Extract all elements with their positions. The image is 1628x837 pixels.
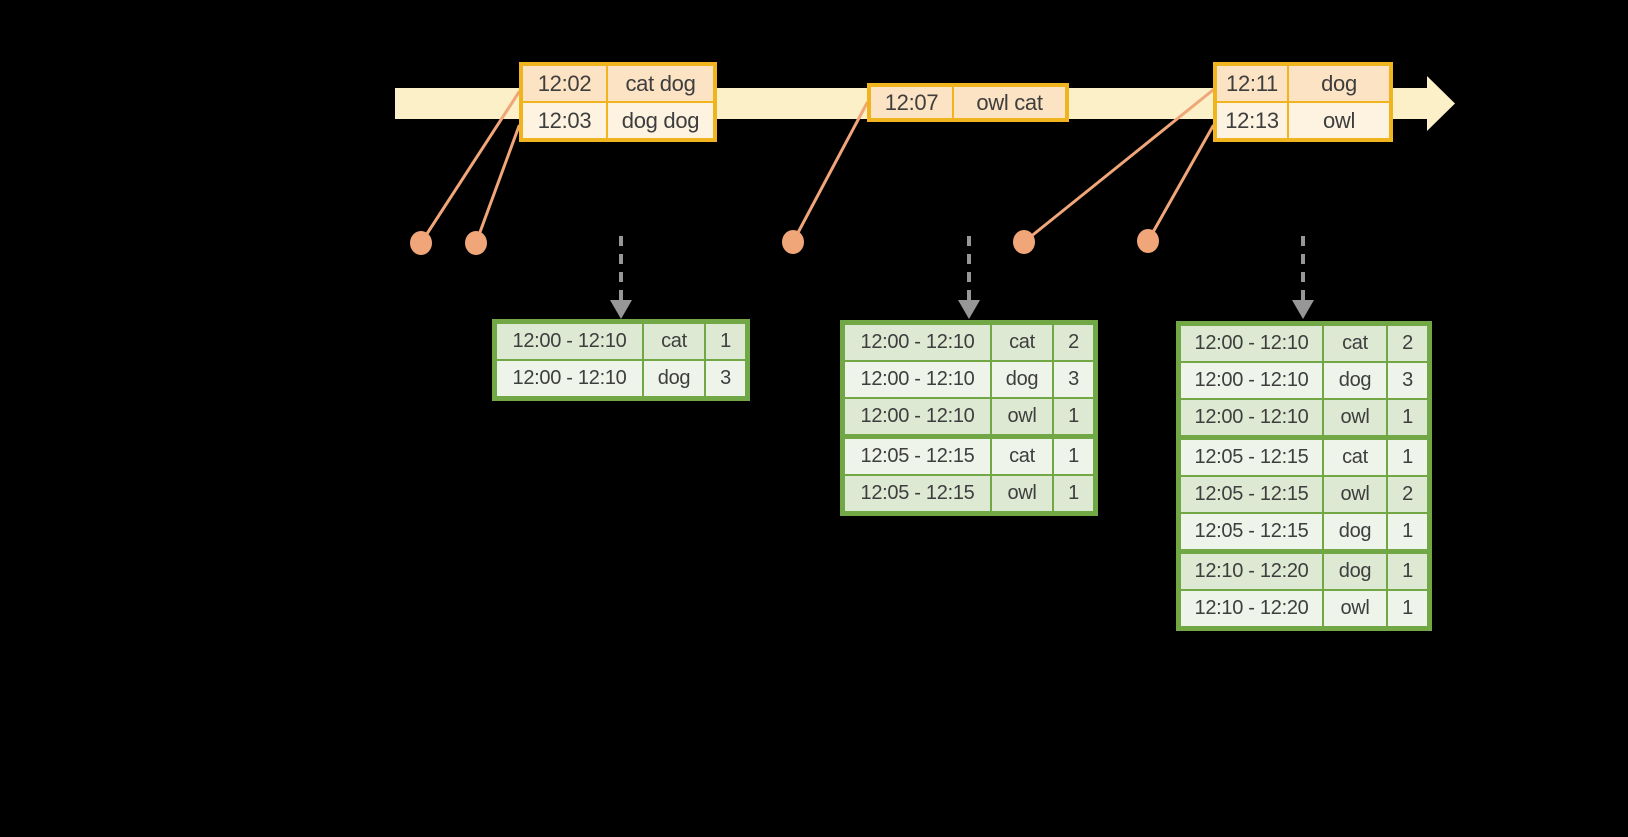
result-table-3: 12:00 - 12:10 cat 2 12:00 - 12:10 dog 3 … <box>1176 321 1432 631</box>
word-cell: owl <box>992 476 1052 511</box>
count-cell: 1 <box>1388 440 1427 475</box>
event-leader-lines <box>419 88 1215 245</box>
word-cell: dog <box>644 361 704 396</box>
count-cell: 3 <box>706 361 745 396</box>
count-cell: 2 <box>1388 477 1427 512</box>
result-row: 12:05 - 12:15 owl 1 <box>845 476 1093 511</box>
count-cell: 3 <box>1054 362 1093 397</box>
word-cell: dog <box>1324 554 1386 589</box>
count-cell: 1 <box>1388 400 1427 435</box>
word-cell: owl <box>992 399 1052 434</box>
result-row: 12:00 - 12:10 cat 2 <box>1181 326 1427 361</box>
window-cell: 12:00 - 12:10 <box>1181 400 1322 435</box>
window-cell: 12:00 - 12:10 <box>845 325 990 360</box>
result-row: 12:00 - 12:10 cat 1 <box>497 324 745 359</box>
event-table-3: 12:11 dog 12:13 owl <box>1213 62 1393 142</box>
result-row: 12:05 - 12:15 dog 1 <box>1181 514 1427 549</box>
event-time-cell: 12:11 <box>1217 66 1287 101</box>
event-leader-line <box>1022 88 1215 244</box>
event-words-cell: owl <box>1289 103 1389 138</box>
window-cell: 12:10 - 12:20 <box>1181 591 1322 626</box>
word-cell: cat <box>1324 440 1386 475</box>
word-cell: owl <box>1324 591 1386 626</box>
window-cell: 12:00 - 12:10 <box>497 324 642 359</box>
window-cell: 12:05 - 12:15 <box>845 476 990 511</box>
result-row: 12:05 - 12:15 owl 2 <box>1181 477 1427 512</box>
word-cell: owl <box>1324 400 1386 435</box>
event-dot-icon <box>1137 229 1159 253</box>
word-cell: cat <box>992 325 1052 360</box>
event-table-1: 12:02 cat dog 12:03 dog dog <box>519 62 717 142</box>
word-cell: dog <box>1324 363 1386 398</box>
event-leader-line <box>419 90 521 245</box>
trigger-arrow-icon <box>610 236 632 319</box>
count-cell: 1 <box>1054 476 1093 511</box>
event-row: 12:11 dog <box>1217 66 1389 101</box>
event-words-cell: cat dog <box>608 66 713 101</box>
count-cell: 1 <box>1388 591 1427 626</box>
result-row: 12:00 - 12:10 dog 3 <box>1181 363 1427 398</box>
result-row: 12:00 - 12:10 owl 1 <box>1181 400 1427 435</box>
event-row: 12:03 dog dog <box>523 103 713 138</box>
count-cell: 1 <box>706 324 745 359</box>
result-row: 12:10 - 12:20 owl 1 <box>1181 591 1427 626</box>
count-cell: 3 <box>1388 363 1427 398</box>
count-cell: 1 <box>1054 439 1093 474</box>
result-row: 12:00 - 12:10 dog 3 <box>497 361 745 396</box>
word-cell: dog <box>992 362 1052 397</box>
word-cell: cat <box>1324 326 1386 361</box>
result-row: 12:05 - 12:15 cat 1 <box>845 439 1093 474</box>
event-dot-icon <box>1013 230 1035 254</box>
event-time-cell: 12:07 <box>871 87 952 118</box>
window-cell: 12:05 - 12:15 <box>1181 514 1322 549</box>
result-row: 12:00 - 12:10 owl 1 <box>845 399 1093 434</box>
event-time-cell: 12:13 <box>1217 103 1287 138</box>
window-cell: 12:00 - 12:10 <box>1181 326 1322 361</box>
count-cell: 2 <box>1388 326 1427 361</box>
event-dot-icon <box>782 230 804 254</box>
event-row: 12:02 cat dog <box>523 66 713 101</box>
window-cell: 12:05 - 12:15 <box>1181 477 1322 512</box>
window-cell: 12:00 - 12:10 <box>845 362 990 397</box>
window-cell: 12:00 - 12:10 <box>845 399 990 434</box>
result-table-2: 12:00 - 12:10 cat 2 12:00 - 12:10 dog 3 … <box>840 320 1098 516</box>
event-dots <box>410 229 1159 255</box>
event-table-2: 12:07 owl cat <box>867 83 1069 122</box>
event-time-cell: 12:03 <box>523 103 606 138</box>
word-cell: cat <box>644 324 704 359</box>
event-words-cell: dog dog <box>608 103 713 138</box>
event-words-cell: owl cat <box>954 87 1065 118</box>
trigger-arrows <box>610 236 1314 319</box>
result-row: 12:00 - 12:10 cat 2 <box>845 325 1093 360</box>
count-cell: 2 <box>1054 325 1093 360</box>
event-leader-line <box>1146 124 1215 243</box>
event-row: 12:13 owl <box>1217 103 1389 138</box>
word-cell: owl <box>1324 477 1386 512</box>
event-row: 12:07 owl cat <box>871 87 1065 118</box>
count-cell: 1 <box>1388 554 1427 589</box>
count-cell: 1 <box>1054 399 1093 434</box>
event-dot-icon <box>410 231 432 255</box>
window-cell: 12:10 - 12:20 <box>1181 554 1322 589</box>
event-time-cell: 12:02 <box>523 66 606 101</box>
event-dot-icon <box>465 231 487 255</box>
event-leader-line <box>474 124 521 245</box>
window-cell: 12:00 - 12:10 <box>1181 363 1322 398</box>
result-table-1: 12:00 - 12:10 cat 1 12:00 - 12:10 dog 3 <box>492 319 750 401</box>
window-cell: 12:05 - 12:15 <box>845 439 990 474</box>
window-cell: 12:00 - 12:10 <box>497 361 642 396</box>
event-leader-line <box>791 101 869 244</box>
event-words-cell: dog <box>1289 66 1389 101</box>
result-row: 12:10 - 12:20 dog 1 <box>1181 554 1427 589</box>
trigger-arrow-icon <box>1292 236 1314 319</box>
word-cell: dog <box>1324 514 1386 549</box>
count-cell: 1 <box>1388 514 1427 549</box>
window-cell: 12:05 - 12:15 <box>1181 440 1322 475</box>
result-row: 12:00 - 12:10 dog 3 <box>845 362 1093 397</box>
trigger-arrow-icon <box>958 236 980 319</box>
word-cell: cat <box>992 439 1052 474</box>
result-row: 12:05 - 12:15 cat 1 <box>1181 440 1427 475</box>
